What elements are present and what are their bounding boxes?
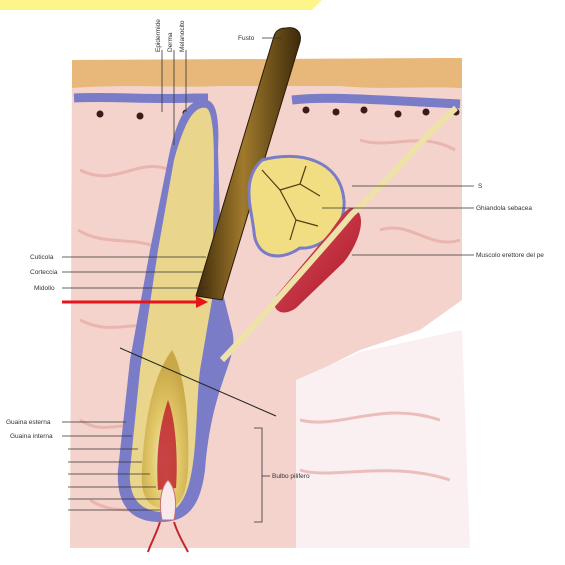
label-s: S <box>478 183 483 190</box>
leader-lines <box>62 37 474 523</box>
hair-shaft <box>195 27 301 301</box>
label-melanocito: Melanocito <box>179 20 186 52</box>
label-guaina-esterna: Guaina esterna <box>6 419 51 426</box>
label-bulbo-pilifero: Bulbo pilifero <box>272 473 310 480</box>
basal-layer <box>73 92 208 104</box>
connective-fibers <box>77 138 461 522</box>
bulb-matrix <box>157 400 177 490</box>
label-epidermide: Epidermide <box>155 19 162 52</box>
lower-tissue <box>296 330 470 548</box>
label-derma: Derma <box>167 32 174 52</box>
gland-ducts <box>261 165 321 241</box>
label-corteccia: Corteccia <box>30 269 58 276</box>
label-midollo: Midollo <box>34 285 55 292</box>
basal-layer-right <box>291 93 461 109</box>
label-muscolo-erettore: Muscolo erettore del pe <box>476 252 544 259</box>
section-line <box>119 347 277 417</box>
connective-band <box>219 105 458 363</box>
label-ghiandola-sebacea: Ghiandola sebacea <box>476 205 532 212</box>
title-banner <box>0 0 322 10</box>
label-guaina-interna: Guaina interna <box>10 433 53 440</box>
dermal-papilla <box>159 479 177 521</box>
red-arrow-icon <box>62 296 208 308</box>
arrector-pili-muscle <box>274 208 362 313</box>
label-fusto: Fusto <box>238 35 255 42</box>
label-cuticola: Cuticola <box>30 254 54 261</box>
blood-vessel <box>147 521 189 553</box>
